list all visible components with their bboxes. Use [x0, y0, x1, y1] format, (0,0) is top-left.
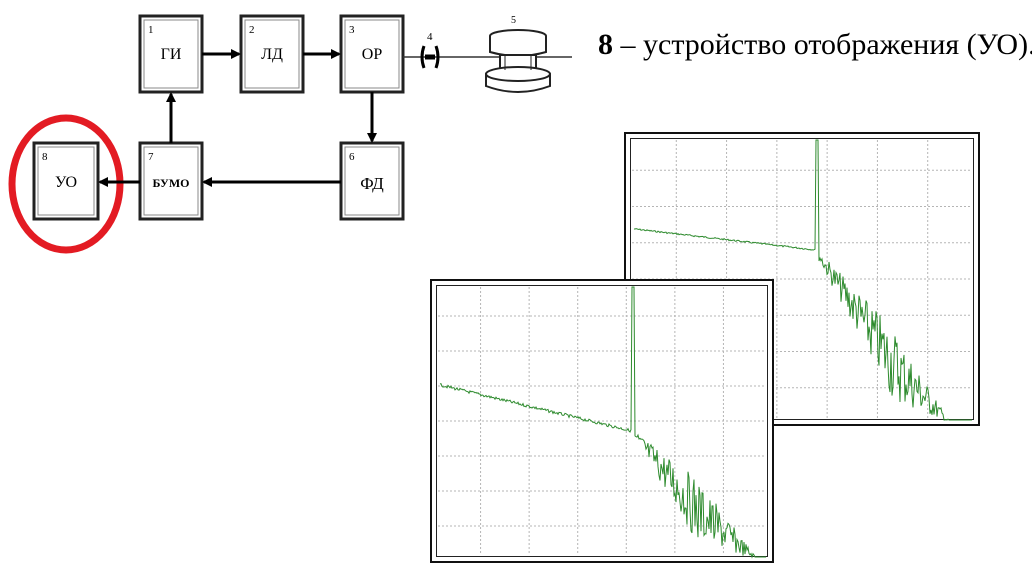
block-uo-num: 8	[42, 151, 48, 163]
block-fd-num: 6	[349, 151, 355, 163]
scope-trace	[633, 139, 972, 421]
block-bumo: 7 БУМО	[138, 141, 204, 221]
block-fd: 6 ФД	[339, 141, 405, 221]
block-bumo-label: БУМО	[153, 176, 190, 190]
block-or-num: 3	[349, 24, 355, 36]
block-uo-label: УО	[55, 174, 77, 191]
caption-text: – устройство отображения (УО).	[613, 28, 1032, 61]
block-gi-label: ГИ	[161, 46, 182, 63]
connector-num: 4	[427, 31, 433, 43]
scope-front-plot	[438, 286, 766, 559]
object-num: 5	[511, 15, 516, 26]
caption: 8 – устройство отображения (УО).	[598, 28, 1032, 62]
highlight-circle	[8, 114, 124, 254]
block-or-label: ОР	[362, 46, 383, 63]
block-gi-num: 1	[148, 24, 154, 36]
scope-trace	[439, 286, 766, 559]
diagram-arrows	[98, 49, 377, 187]
block-or: 3 ОР	[339, 14, 405, 94]
block-ld-num: 2	[249, 24, 255, 36]
block-uo: 8 УО	[32, 141, 100, 221]
block-ld-label: ЛД	[261, 46, 283, 63]
block-bumo-num: 7	[148, 151, 154, 163]
object-cylinder-icon	[485, 29, 551, 93]
block-fd-label: ФД	[360, 174, 384, 193]
caption-number: 8	[598, 28, 613, 61]
connector-icon	[420, 45, 440, 69]
block-ld: 2 ЛД	[239, 14, 305, 94]
block-gi: 1 ГИ	[138, 14, 204, 94]
scope-screen-front	[430, 279, 774, 563]
